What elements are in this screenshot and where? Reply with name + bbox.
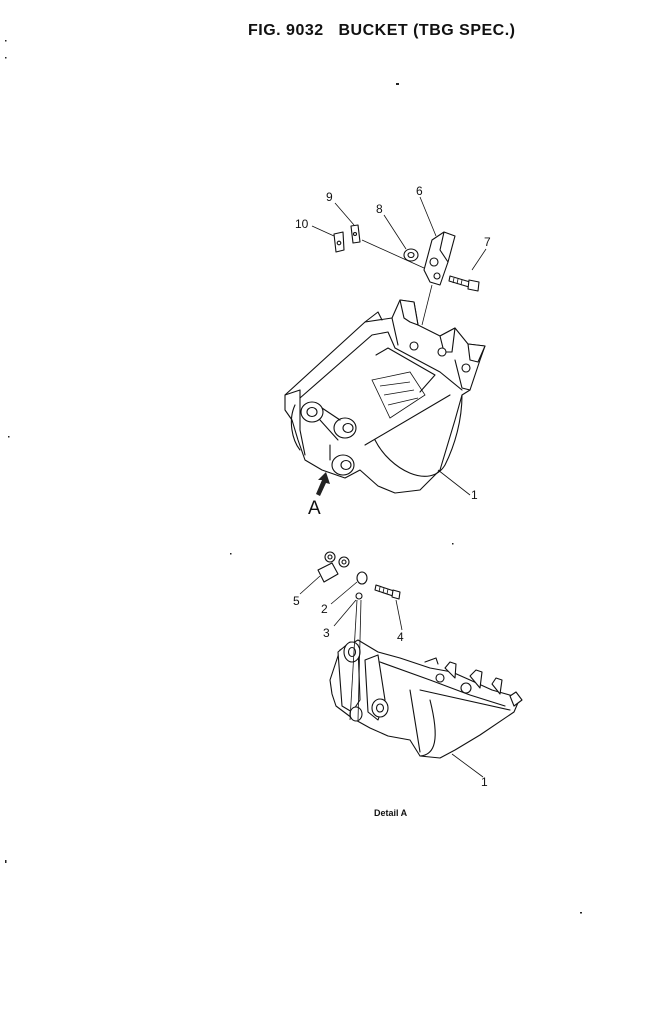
bucket-main-view bbox=[284, 299, 486, 494]
part-7-bolt bbox=[448, 275, 471, 288]
detail-exploded-parts bbox=[317, 551, 401, 721]
callout-1-main: 1 bbox=[471, 488, 478, 502]
figure-title: FIG. 9032 BUCKET (TBG SPEC.) bbox=[248, 22, 516, 39]
callout-5: 5 bbox=[293, 594, 300, 608]
callout-10: 10 bbox=[295, 217, 309, 231]
part-6-adapter bbox=[423, 231, 456, 286]
view-label-a: A bbox=[308, 498, 321, 519]
part-5-nut-a bbox=[324, 551, 336, 563]
part-10-plate bbox=[333, 231, 345, 253]
callout-8: 8 bbox=[376, 202, 383, 216]
part-5-plate bbox=[317, 562, 339, 583]
detail-view-leaders bbox=[299, 575, 484, 778]
callout-2: 2 bbox=[321, 602, 328, 616]
part-4-bolt bbox=[374, 584, 395, 597]
part-5-nut-b bbox=[338, 556, 350, 568]
bucket-detail-view bbox=[329, 639, 523, 759]
callout-9: 9 bbox=[326, 190, 333, 204]
part-3-ring bbox=[355, 592, 363, 600]
callout-6: 6 bbox=[416, 184, 423, 198]
detail-caption: Detail A bbox=[374, 808, 408, 818]
part-8-nut bbox=[403, 248, 419, 262]
view-a-arrow bbox=[316, 472, 330, 496]
callout-7: 7 bbox=[484, 235, 491, 249]
tooth-exploded-parts bbox=[333, 224, 480, 326]
part-9-plate bbox=[350, 224, 361, 244]
callout-3: 3 bbox=[323, 626, 330, 640]
scan-specks bbox=[5, 40, 582, 914]
callout-1-detail: 1 bbox=[481, 775, 488, 789]
main-view-leaders bbox=[311, 196, 487, 496]
part-2-washer bbox=[356, 571, 368, 585]
callout-4: 4 bbox=[397, 630, 404, 644]
